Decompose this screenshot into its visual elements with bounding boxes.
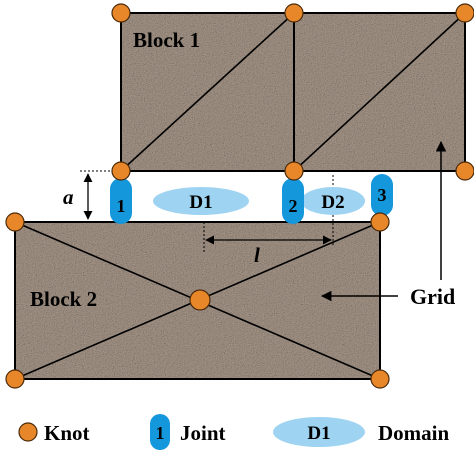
domain-d2-label: D2 (321, 192, 344, 213)
legend-domain-icon (273, 417, 365, 447)
knot (5, 369, 25, 389)
block-2-label: Block 2 (30, 287, 97, 311)
block-1: Block 1 (120, 12, 466, 172)
knot (5, 212, 25, 232)
joint-1-symbol (110, 178, 132, 224)
legend-domain-label: Domain (378, 421, 449, 445)
domain-d1-label: D1 (189, 192, 212, 213)
domain-d2-symbol (301, 187, 365, 215)
block-1-grid-diagonal-right (293, 12, 466, 172)
knot (370, 369, 390, 389)
knot (111, 3, 131, 23)
joint-2-symbol (282, 178, 304, 224)
grid-label: Grid (410, 284, 455, 309)
domain-d1-symbol (153, 187, 249, 215)
block-2-outline (14, 221, 381, 380)
joint-2-label: 2 (289, 196, 298, 216)
legend-domain-symbol: D1 (307, 423, 330, 444)
legend-knot-icon (18, 422, 38, 442)
dimension-a: a (63, 170, 121, 220)
knot (455, 3, 474, 23)
grid-callouts: Grid (320, 140, 455, 309)
knot (455, 161, 474, 181)
joints: 1 2 3 (110, 174, 393, 224)
dimension-l-label: l (254, 243, 260, 267)
knots (5, 3, 474, 389)
legend: Knot 1 Joint D1 Domain (18, 414, 449, 450)
knot (111, 161, 131, 181)
legend-joint-label: Joint (180, 421, 226, 445)
legend-joint-icon (150, 414, 170, 450)
knot (189, 289, 211, 311)
joint-1-label: 1 (117, 196, 126, 216)
dimension-a-label: a (63, 185, 74, 209)
knot (284, 3, 304, 23)
knot (284, 161, 304, 181)
legend-knot-label: Knot (44, 421, 90, 445)
knot (370, 212, 390, 232)
legend-joint-number: 1 (156, 423, 165, 443)
block-1-label: Block 1 (133, 28, 200, 52)
joint-3-label: 3 (378, 185, 387, 205)
block-1-grid-diagonal-left (120, 12, 295, 172)
dimension-l: l (203, 175, 334, 267)
joint-3-symbol (371, 174, 393, 216)
domains: D1 D2 (153, 187, 365, 215)
